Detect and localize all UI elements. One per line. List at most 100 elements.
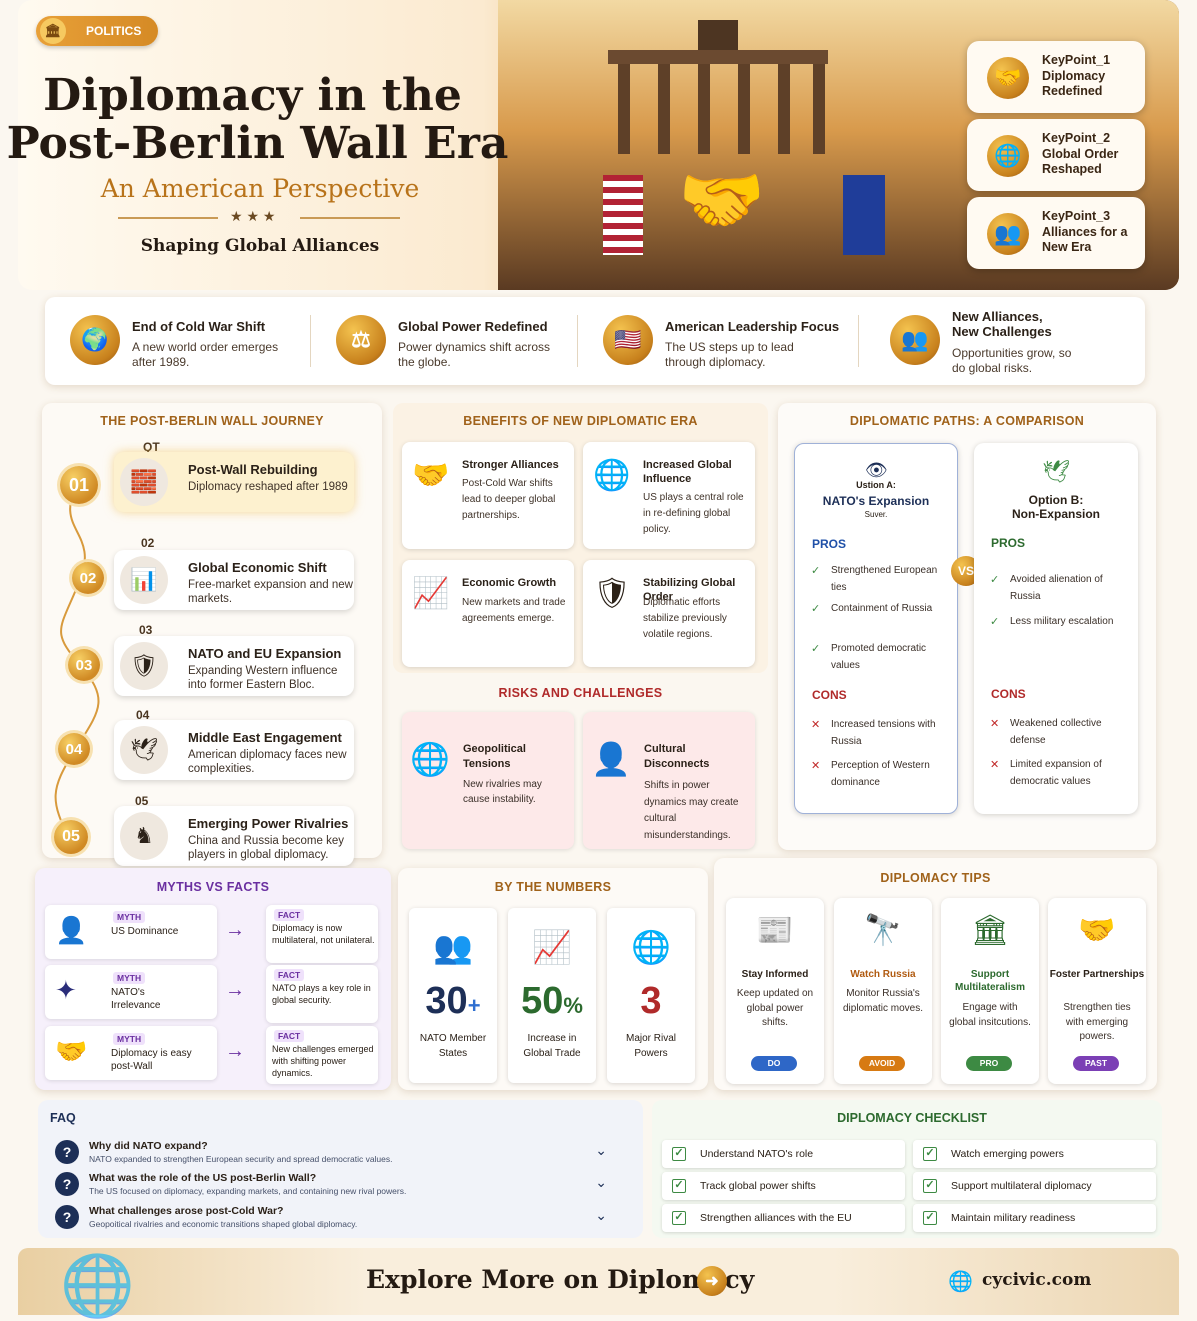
handshake-icon: 🤝 [55, 1036, 88, 1066]
category-badge[interactable]: 🏛 POLITICS [36, 16, 158, 46]
alert-globe-icon: 🌐 [410, 741, 450, 777]
benefit-title: Economic Growth [462, 577, 557, 589]
tip-title: Watch Russia [850, 969, 916, 980]
chevron-down-icon[interactable]: ⌄ [595, 1207, 607, 1223]
fact-text: Diplomacy is now multilateral, not unila… [272, 923, 375, 945]
checkbox-icon: ✓ [923, 1147, 937, 1161]
footer-site[interactable]: cycivic.com [982, 1270, 1092, 1290]
tips-title: DIPLOMACY TIPS [880, 871, 991, 885]
myth-tag: MYTH [113, 972, 146, 984]
option-a-top: Ustion A: [856, 480, 896, 490]
checkbox-icon: ✓ [672, 1211, 686, 1225]
faq-answer: The US focused on diplomacy, expanding m… [89, 1186, 407, 1196]
shield-icon: 🛡 [593, 577, 632, 610]
step-badge-5[interactable]: 05 [54, 820, 88, 854]
x-icon: ✕ [990, 759, 1000, 771]
con-text: Perception of Western dominance [831, 760, 930, 788]
pros-label: PROS [991, 536, 1026, 550]
fact-text: New challenges emerged with shifting pow… [272, 1044, 374, 1078]
myth-tag: MYTH [113, 911, 146, 923]
checklist-item[interactable]: ✓ Strengthen alliances with the EU [662, 1204, 905, 1232]
stat-card-trade: 📈50%Increase in Global Trade [508, 908, 596, 1083]
chevron-down-icon[interactable]: ⌄ [595, 1142, 607, 1158]
benefit-title: Stronger Alliances [462, 459, 559, 471]
globe-icon: 🌐 [987, 135, 1029, 177]
step-badge-3[interactable]: 03 [68, 649, 100, 681]
keypoint-label: KeyPoint_1 [1042, 53, 1111, 67]
strip-title: Global Power Redefined [398, 319, 548, 334]
option-a-sub: Suver. [864, 510, 888, 519]
benefit-title: Stabilizing Global Order [643, 577, 736, 603]
footer-cta[interactable]: Explore More on Diplomacy [366, 1265, 755, 1294]
strip-text: Power dynamics shift across the globe. [398, 340, 551, 369]
checklist-item[interactable]: ✓Support multilateral diplomacy [913, 1172, 1156, 1200]
tip-tag: AVOID [859, 1056, 905, 1071]
pros-label: PROS [812, 537, 847, 551]
keypoint-label: KeyPoint_3 [1042, 209, 1111, 223]
faq-question: What challenges arose post-Cold War? [89, 1205, 284, 1217]
fact-tag: FACT [274, 909, 305, 921]
check-icon: ✓ [811, 643, 821, 655]
handshake-illustration: 🤝 [678, 161, 766, 239]
numbers-title: BY THE NUMBERS [494, 880, 612, 894]
checklist-item[interactable]: ✓Maintain military readiness [913, 1204, 1156, 1232]
myth-text: NATO's Irrelevance [111, 987, 161, 1011]
faq-answer: Geopoitical rivalries and economic trans… [89, 1219, 358, 1229]
arrow-icon: → [225, 919, 245, 941]
eu-flag [843, 175, 885, 255]
faq-item-1[interactable]: ?Why did NATO expand?NATO expanded to st… [55, 1140, 615, 1170]
people-icon: 👥 [433, 929, 473, 965]
step-badge-1[interactable]: 01 [60, 466, 98, 504]
option-b-name: Option B: [1028, 493, 1084, 507]
tip-tag: DO [751, 1056, 797, 1071]
benefits-title: BENEFITS OF NEW DIPLOMATIC ERA [463, 414, 698, 428]
step-badge-4[interactable]: 04 [58, 733, 90, 765]
pro-text: Containment of Russia [831, 603, 933, 614]
checklist-item[interactable]: ✓Track global power shifts [662, 1172, 905, 1200]
checklist-text: Strengthen alliances with the EU [700, 1212, 852, 1224]
fact-tag: FACT [274, 1030, 305, 1042]
checklist-item[interactable]: ✓Understand NATO's role [662, 1140, 905, 1168]
pro-item: ✓Less military escalation [990, 613, 1125, 630]
network-globe-icon: 🌐 [631, 929, 671, 965]
comparison-title: DIPLOMATIC PATHS: A COMPARISON [849, 414, 1085, 428]
institution-icon: 🏛 [970, 914, 1010, 947]
step-text: China and Russia become key players in g… [188, 835, 344, 861]
strip-title: New Alliances, New Challenges [952, 309, 1052, 339]
step-number: 05 [135, 794, 149, 808]
chevron-down-icon[interactable]: ⌄ [595, 1174, 607, 1190]
myth-text: Diplomacy is easy post-Wall [111, 1048, 192, 1072]
cons-label: CONS [991, 687, 1026, 701]
check-icon: ✓ [811, 565, 821, 577]
step-number: 03 [139, 623, 153, 637]
checkbox-icon: ✓ [923, 1211, 937, 1225]
fact-card: FACT New challenges emerged with shifting… [266, 1026, 378, 1084]
step-badge-2[interactable]: 02 [72, 562, 104, 594]
faq-item-3[interactable]: ?What challenges arose post-Cold War?Geo… [55, 1205, 615, 1235]
fact-text: NATO plays a key role in global security… [272, 983, 371, 1005]
tip-text: Keep updated on global power shifts. [736, 988, 814, 1028]
risk-text: Shifts in power dynamics may create cult… [644, 780, 739, 841]
faq-item-2[interactable]: ?What was the role of the US post-Berlin… [55, 1172, 615, 1202]
compass-icon: ✦ [55, 975, 77, 1005]
handshake-icon: 🤝 [987, 57, 1029, 99]
us-flag [603, 175, 643, 255]
benefit-title: Increased Global Influence [643, 459, 732, 485]
tip-tag: PRO [966, 1056, 1012, 1071]
handshake-icon: 🤝 [1078, 914, 1116, 947]
pro-item: ✓Strengthened European ties [811, 562, 946, 596]
checklist-item[interactable]: ✓Watch emerging powers [913, 1140, 1156, 1168]
arrow-right-icon[interactable]: ➜ [697, 1266, 727, 1296]
